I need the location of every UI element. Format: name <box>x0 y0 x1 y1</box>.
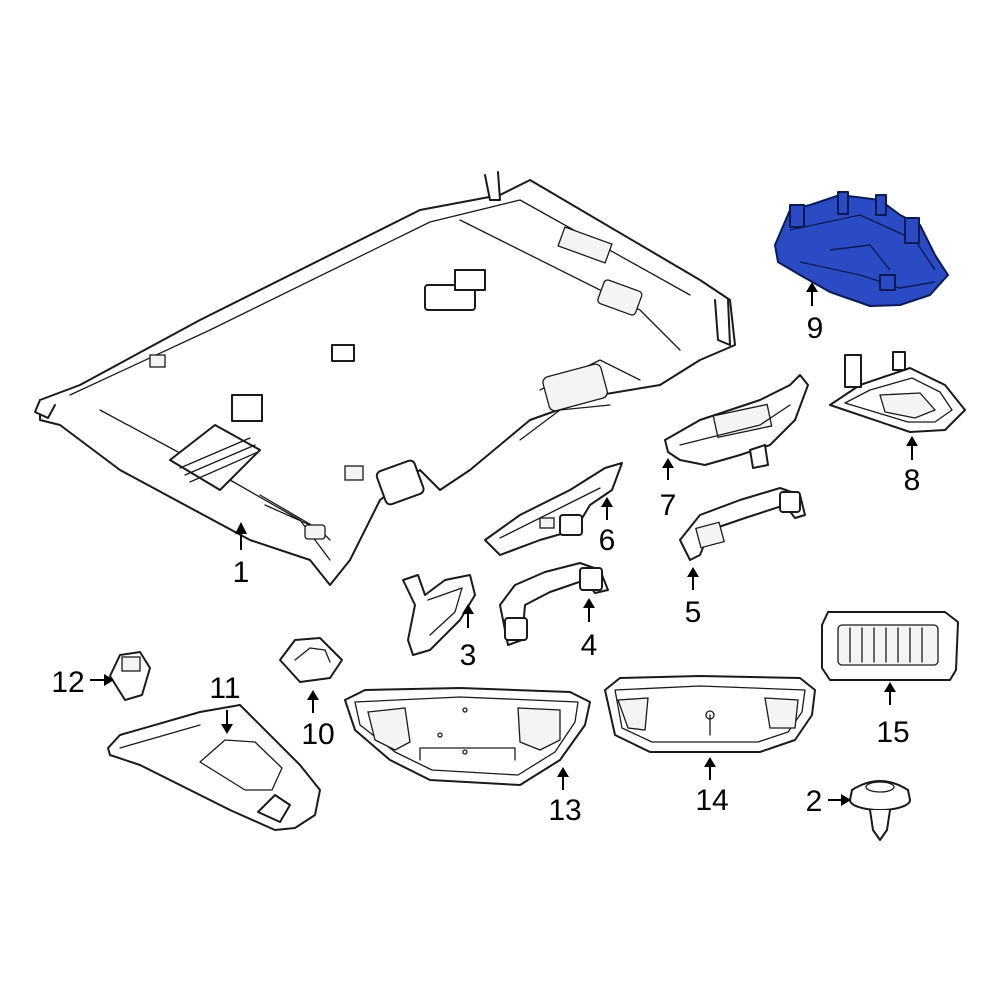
callout-13-label: 13 <box>548 794 581 827</box>
callout-13: 13 <box>548 767 582 827</box>
callout-1-label: 1 <box>233 556 250 589</box>
callout-10: 10 <box>301 690 335 751</box>
callout-5-label: 5 <box>685 596 702 629</box>
callout-12: 12 <box>51 666 114 699</box>
rear-lamp-panel-part[interactable] <box>604 675 816 753</box>
callout-2: 2 <box>806 785 851 818</box>
callout-6: 6 <box>599 497 616 557</box>
callout-14-label: 14 <box>695 784 728 817</box>
callout-4-label: 4 <box>581 629 598 662</box>
visor-bracket-part[interactable] <box>279 637 343 683</box>
callout-8-label: 8 <box>904 464 921 497</box>
callout-15: 15 <box>876 682 910 749</box>
callout-7-label: 7 <box>660 489 677 522</box>
map-lamp-housing-part[interactable] <box>829 351 966 433</box>
callout-11: 11 <box>209 672 241 734</box>
grab-handle-right-part[interactable] <box>679 487 806 561</box>
callout-5: 5 <box>685 567 702 629</box>
callout-2-label: 2 <box>806 785 823 818</box>
callout-8: 8 <box>904 436 921 497</box>
grab-handle-left-part[interactable] <box>499 562 609 646</box>
callout-12-label: 12 <box>51 666 84 699</box>
grille-part[interactable] <box>821 611 959 681</box>
callout-15-label: 15 <box>876 716 909 749</box>
callout-10-label: 10 <box>301 718 334 751</box>
dome-lamp-panel-part[interactable] <box>344 687 591 786</box>
sun-visor-part[interactable] <box>107 704 321 831</box>
console-bracket-part[interactable] <box>664 374 809 469</box>
callout-7: 7 <box>660 458 677 522</box>
callout-1: 1 <box>233 522 250 589</box>
callout-14: 14 <box>695 757 729 817</box>
callout-3: 3 <box>460 604 477 672</box>
overhead-console-base-part[interactable] <box>774 191 949 307</box>
handle-bracket-part[interactable] <box>484 462 623 556</box>
callout-11-label: 11 <box>209 672 240 705</box>
callout-3-label: 3 <box>460 639 477 672</box>
callout-9-label: 9 <box>807 312 824 345</box>
callout-4: 4 <box>581 598 598 662</box>
callout-9: 9 <box>806 282 823 345</box>
headliner-part[interactable] <box>34 171 736 586</box>
push-clip-part[interactable] <box>849 780 911 841</box>
visor-clip-part[interactable] <box>109 651 151 701</box>
callout-6-label: 6 <box>599 524 616 557</box>
